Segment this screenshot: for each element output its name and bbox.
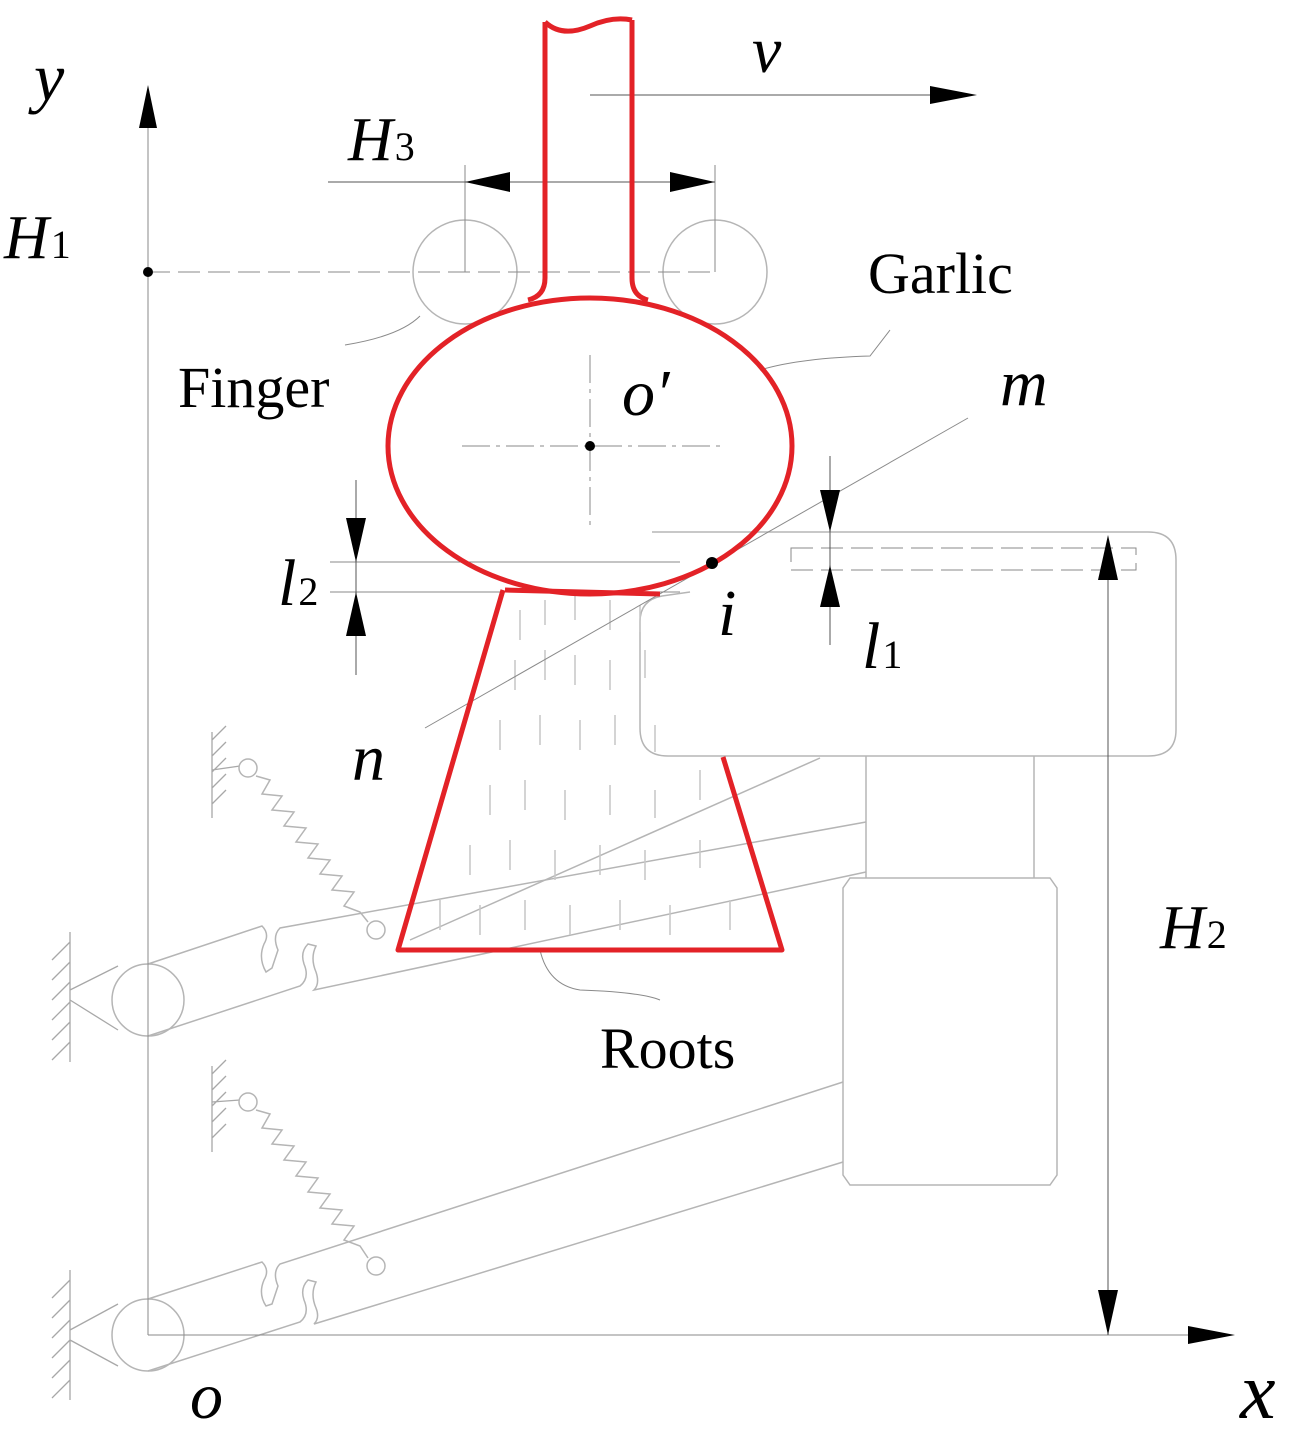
h1-label: H1 [3,204,71,272]
center-label: o′ [622,357,671,430]
lower-spring-coil [255,1109,369,1259]
lower-spring-top-eye [238,1092,258,1112]
l1-arrow-up [820,565,840,607]
x-axis-arrow [1188,1326,1235,1344]
lower-spring-ground [211,1059,241,1152]
h3-arrow-left [465,172,510,192]
y-axis-label: y [28,39,65,115]
m-label: m [1000,347,1048,420]
l2-arrow-up [346,592,366,636]
finger-label: Finger [178,355,329,420]
lower-spring-bottom-eye [366,1256,386,1276]
roots-label: Roots [600,1016,735,1081]
upper-spring-top-eye [238,758,258,778]
garlic-roots-outline [395,587,785,953]
y-axis-arrow [139,85,157,128]
upper-spring-ground [211,725,241,818]
garlic-leader [759,329,891,371]
l2-arrow-down [346,518,366,562]
garlic [385,16,795,953]
center-point [585,441,595,451]
l1-arrow-down [820,490,840,532]
roots-hatching [439,595,731,935]
lower-arm [147,1081,844,1372]
x-axis-label: x [1239,1348,1276,1436]
garlic-stem [527,16,649,303]
upper-arm-link [409,757,821,941]
h1-point [143,267,153,277]
cutter-housing [639,531,1177,757]
h2-label: H2 [1159,894,1227,962]
velocity-label: v [752,14,782,87]
garlic-label: Garlic [868,241,1013,306]
h3-label: H3 [347,106,415,174]
upper-spring-coil [255,775,369,923]
upper-spring-bottom-eye [366,920,386,940]
lower-ground [51,1270,119,1400]
cutter-blade-slot [790,547,1137,571]
arrowheads [139,85,1235,1344]
l1-label: l1 [862,610,902,683]
h2-arrow-up [1098,535,1118,580]
upper-ground [51,932,119,1062]
origin-label: o [190,1360,223,1433]
cutter-spindle [865,756,1035,878]
h3-arrow-right [670,172,715,192]
upper-arm [147,821,867,1037]
h2-arrow-down [1098,1290,1118,1335]
mechanism [51,219,1177,1400]
contact-label: i [718,577,736,650]
finger-leader [344,315,421,346]
contact-point [706,557,718,569]
motor-body [842,877,1058,1186]
roots-leader [539,949,661,1001]
n-label: n [352,722,385,795]
velocity-arrow [930,86,977,104]
l2-label: l2 [278,547,318,620]
